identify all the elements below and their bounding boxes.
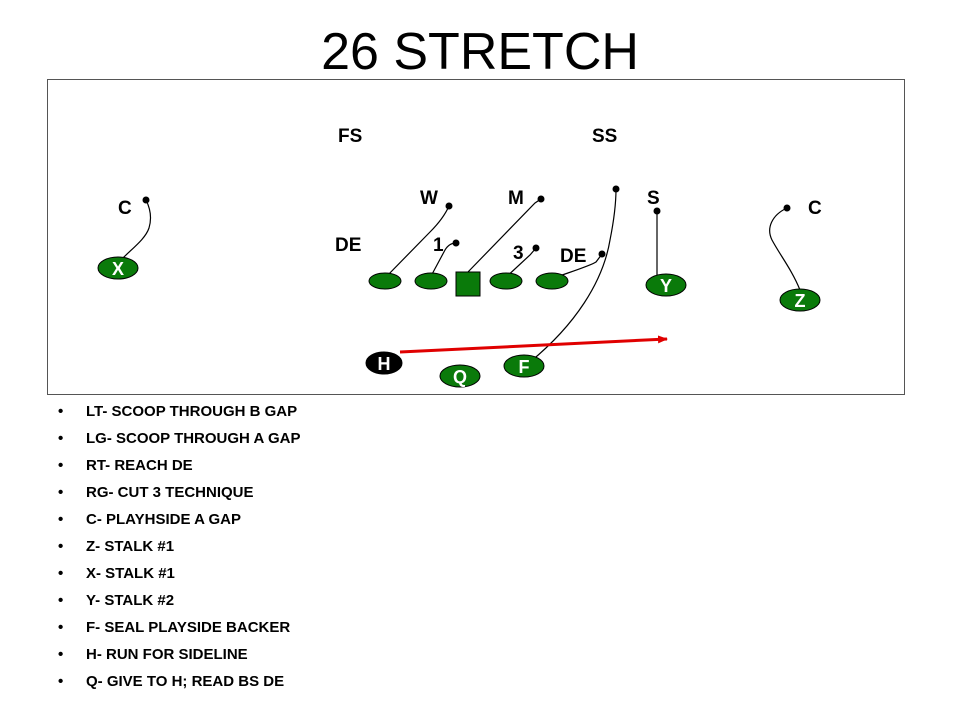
route-z-stalk xyxy=(769,207,801,291)
assignment-text: RG- CUT 3 TECHNIQUE xyxy=(86,484,254,501)
assignment-list: • LT- SCOOP THROUGH B GAP • LG- SCOOP THROU… xyxy=(58,398,618,695)
block-rg xyxy=(502,247,537,281)
assignment-item: • Z- STALK #1 xyxy=(58,533,618,560)
player-h xyxy=(365,351,403,375)
h-motion-arrow xyxy=(399,335,668,354)
bullet-icon: • xyxy=(58,646,64,663)
slide-title: 26 STRETCH xyxy=(321,23,639,81)
player-f-label: F xyxy=(519,357,530,377)
assignment-text: F- SEAL PLAYSIDE BACKER xyxy=(86,619,291,636)
block-lg xyxy=(429,242,457,279)
player-h-label: H xyxy=(378,354,391,374)
bullet-icon: • xyxy=(58,565,64,582)
player-rt xyxy=(535,272,569,290)
assignment-text: H- RUN FOR SIDELINE xyxy=(86,646,248,663)
assignment-item: • Y- STALK #2 xyxy=(58,587,618,614)
assignment-text: X- STALK #1 xyxy=(86,565,175,582)
label-de-left: DE xyxy=(335,235,361,256)
assignment-text: LT- SCOOP THROUGH B GAP xyxy=(86,403,298,420)
bullet-icon: • xyxy=(58,457,64,474)
assignment-item: • F- SEAL PLAYSIDE BACKER xyxy=(58,614,618,641)
player-q xyxy=(439,364,481,388)
label-s: S xyxy=(647,188,660,209)
bullet-icon: • xyxy=(58,430,64,447)
label-m: M xyxy=(508,188,524,209)
player-x xyxy=(97,256,139,280)
player-lt xyxy=(368,272,402,290)
assignment-text: Z- STALK #1 xyxy=(86,538,175,555)
player-y xyxy=(645,273,687,297)
assignment-text: Q- GIVE TO H; READ BS DE xyxy=(86,673,285,690)
label-c-left: C xyxy=(118,198,132,219)
block-c xyxy=(466,198,542,274)
assignment-item: • LT- SCOOP THROUGH B GAP xyxy=(58,398,618,425)
label-3-technique: 3 xyxy=(513,243,524,264)
assignment-text: C- PLAYHSIDE A GAP xyxy=(86,511,242,528)
bullet-icon: • xyxy=(58,403,64,420)
player-f xyxy=(503,354,545,378)
bullet-icon: • xyxy=(58,619,64,636)
route-f-seal xyxy=(529,188,617,363)
bullet-icon: • xyxy=(58,538,64,555)
label-fs: FS xyxy=(338,126,362,147)
bullet-icon: • xyxy=(58,484,64,501)
player-rg xyxy=(489,272,523,290)
assignment-text: LG- SCOOP THROUGH A GAP xyxy=(86,430,301,447)
label-1-technique: 1 xyxy=(433,235,444,256)
assignment-item: • RG- CUT 3 TECHNIQUE xyxy=(58,479,618,506)
block-lt xyxy=(384,205,450,279)
play-diagram-field xyxy=(47,79,905,395)
bullet-icon: • xyxy=(58,511,64,528)
assignment-item: • X- STALK #1 xyxy=(58,560,618,587)
assignment-item: • LG- SCOOP THROUGH A GAP xyxy=(58,425,618,452)
bullet-icon: • xyxy=(58,592,64,609)
player-y-label: Y xyxy=(660,276,672,296)
assignment-item: • H- RUN FOR SIDELINE xyxy=(58,641,618,668)
bullet-icon: • xyxy=(58,673,64,690)
label-c-right: C xyxy=(808,198,822,219)
player-x-label: X xyxy=(112,259,124,279)
player-lg xyxy=(414,272,448,290)
assignment-text: Y- STALK #2 xyxy=(86,592,175,609)
route-x-stalk xyxy=(117,199,152,264)
player-q-label: Q xyxy=(453,367,467,387)
player-center xyxy=(455,271,481,297)
assignment-text: RT- REACH DE xyxy=(86,457,193,474)
player-z-label: Z xyxy=(795,291,806,311)
assignment-item: • C- PLAYHSIDE A GAP xyxy=(58,506,618,533)
label-ss: SS xyxy=(592,126,617,147)
assignment-item: • RT- REACH DE xyxy=(58,452,618,479)
label-w: W xyxy=(420,188,438,209)
player-z xyxy=(779,288,821,312)
label-de-right: DE xyxy=(560,246,586,267)
assignment-item: • Q- GIVE TO H; READ BS DE xyxy=(58,668,618,695)
